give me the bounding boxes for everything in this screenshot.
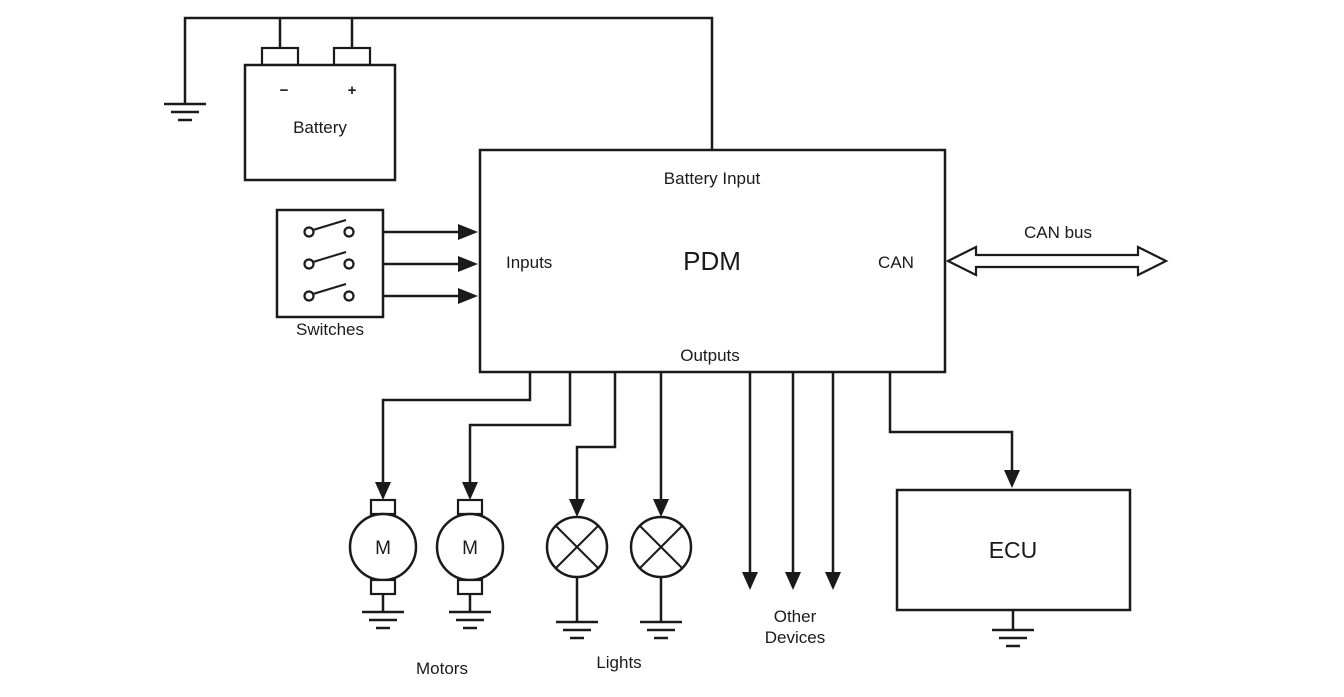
battery-body xyxy=(243,63,397,182)
input-arrow xyxy=(383,224,478,240)
switches-section: Switches xyxy=(275,208,478,339)
other-devices-line2: Devices xyxy=(765,628,825,647)
motor-bottom-terminal xyxy=(456,578,484,596)
arrow-down-icon xyxy=(653,499,669,517)
other-devices-line1: Other xyxy=(774,607,817,626)
battery-minus-label: − xyxy=(280,82,289,99)
arrow-down-icon xyxy=(742,572,758,590)
lamp-cross-line xyxy=(639,525,683,569)
ecu-box xyxy=(895,488,1132,612)
ground-symbol xyxy=(554,620,600,640)
battery-negative-terminal xyxy=(260,46,300,67)
arrow-down-icon xyxy=(375,482,391,500)
can-bus-section: CAN bus xyxy=(945,223,1169,277)
battery-plus-label: + xyxy=(348,82,357,99)
battery-label: Battery xyxy=(293,118,347,137)
pdm-section: Battery Input Inputs PDM CAN Outputs xyxy=(478,148,947,374)
output-wire-light-1 xyxy=(575,372,617,499)
arrow-down-icon xyxy=(462,482,478,500)
pdm-can-label: CAN xyxy=(878,253,914,272)
ground-symbol xyxy=(990,628,1036,648)
switch-symbol xyxy=(303,219,355,238)
arrow-down-icon xyxy=(569,499,585,517)
switches-box xyxy=(275,208,385,319)
ground-symbol xyxy=(638,620,684,640)
lights-label: Lights xyxy=(596,653,641,672)
arrow-down-icon xyxy=(1004,470,1020,488)
arrow-right-icon xyxy=(458,288,478,304)
light-1 xyxy=(545,515,609,640)
pdm-inputs-label: Inputs xyxy=(506,253,552,272)
can-bus-double-arrow-icon xyxy=(945,245,1169,277)
pdm-title: PDM xyxy=(683,246,741,276)
pdm-outputs-label: Outputs xyxy=(680,346,740,365)
other-devices-label: Other Devices xyxy=(765,607,825,647)
input-arrow xyxy=(383,256,478,272)
ground-symbol xyxy=(360,610,406,630)
can-bus-label: CAN bus xyxy=(1024,223,1092,242)
motor-top-terminal xyxy=(369,498,397,516)
motor-bottom-terminal xyxy=(369,578,397,596)
switch-symbol xyxy=(303,251,355,270)
pdm-battery-input-label: Battery Input xyxy=(664,169,761,188)
ground-symbol xyxy=(162,102,208,122)
motor-1: M xyxy=(348,498,418,630)
battery-top-wire xyxy=(183,16,714,150)
output-wire-ecu xyxy=(888,372,1014,470)
motors-label: Motors xyxy=(416,659,468,678)
arrow-down-icon xyxy=(785,572,801,590)
arrow-down-icon xyxy=(825,572,841,590)
switches-label: Switches xyxy=(296,320,364,339)
lamp-cross-line xyxy=(555,525,599,569)
ground-symbol xyxy=(447,610,493,630)
motor-top-terminal xyxy=(456,498,484,516)
pdm-box xyxy=(478,148,947,374)
ecu-label: ECU xyxy=(989,537,1038,563)
motor-letter: M xyxy=(462,538,478,559)
battery-section: − + Battery xyxy=(162,16,714,182)
battery-positive-terminal xyxy=(332,46,372,67)
output-wire-motor-2 xyxy=(468,372,572,482)
motor-letter: M xyxy=(375,538,391,559)
output-wires xyxy=(375,372,1020,590)
light-2 xyxy=(629,515,693,640)
switch-symbol xyxy=(303,283,355,302)
ecu-section: ECU xyxy=(895,488,1132,648)
arrow-right-icon xyxy=(458,224,478,240)
motor-2: M xyxy=(435,498,505,630)
output-wire-motor-1 xyxy=(381,372,532,482)
input-arrow xyxy=(383,288,478,304)
arrow-right-icon xyxy=(458,256,478,272)
